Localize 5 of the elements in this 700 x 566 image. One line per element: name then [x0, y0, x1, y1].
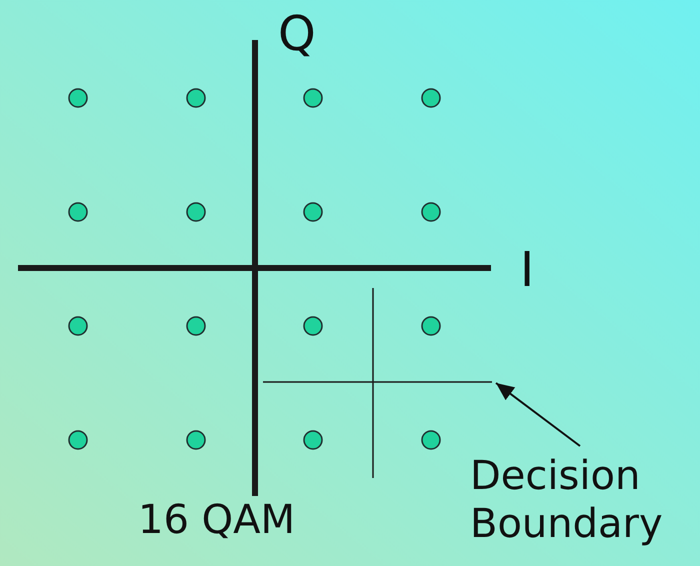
callout-text: Decision Boundary [470, 452, 690, 548]
diagram-caption: 16 QAM [138, 500, 295, 540]
axis-label: Q [278, 10, 316, 58]
axis-label: I [520, 246, 534, 294]
leader-line [495, 382, 581, 447]
